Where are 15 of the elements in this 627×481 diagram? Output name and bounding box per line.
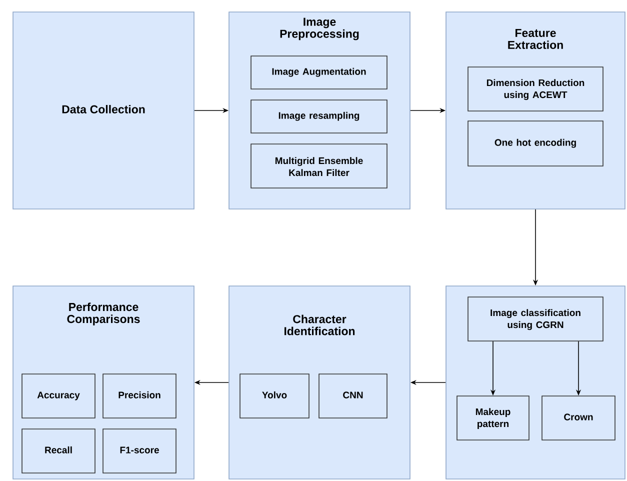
process-box: Data Collection	[12, 12, 194, 210]
sub-box: Makeup pattern	[456, 396, 530, 440]
sub-box: Multigrid Ensemble Kalman Filter	[250, 144, 388, 188]
sub-box: Recall	[22, 428, 96, 474]
sub-box: Precision	[102, 374, 176, 418]
sub-box: F1-score	[102, 428, 176, 474]
sub-box: One hot encoding	[468, 120, 604, 166]
sub-box: Image classification using CGRN	[468, 296, 604, 342]
sub-box: Image Augmentation	[250, 56, 388, 90]
sub-box: CNN	[318, 374, 388, 418]
sub-box: Yolvo	[240, 374, 310, 418]
sub-box: Dimension Reduction using ACEWT	[468, 66, 604, 112]
sub-box: Accuracy	[22, 374, 96, 418]
sub-box: Crown	[542, 396, 616, 440]
sub-box: Image resampling	[250, 100, 388, 134]
